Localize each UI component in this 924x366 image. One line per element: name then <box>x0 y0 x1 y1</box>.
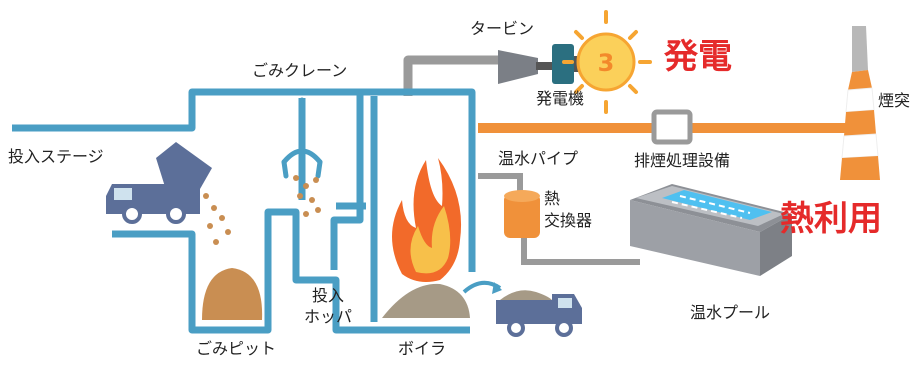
heat-exchanger-icon <box>504 190 540 238</box>
loading-stage-label: 投入ステージ <box>8 147 104 166</box>
hot-water-pool-label: 温水プール <box>690 303 771 322</box>
ash-pile <box>382 283 470 318</box>
hot-water-pipe <box>478 173 523 196</box>
loading-hopper-label: 投入 ホッパ <box>304 286 353 326</box>
heat-exchanger-label: 熱 交換器 <box>544 189 593 230</box>
garbage-pit-label: ごみピット <box>196 339 277 358</box>
svg-text:3: 3 <box>598 49 615 77</box>
chimney <box>840 26 880 180</box>
generator-label: 発電機 <box>536 89 585 108</box>
hot-water-pool-icon <box>630 184 792 276</box>
sun-icon: 3 <box>562 10 652 114</box>
turbine-label: タービン <box>470 19 535 38</box>
heat-use-label: 熱利用 <box>780 199 882 239</box>
loading-truck-icon <box>106 142 212 224</box>
flue-gas-box <box>651 109 693 145</box>
crane-label: ごみクレーン <box>252 61 348 80</box>
ash-truck-icon <box>462 280 582 337</box>
hot-water-pipe-label: 温水パイプ <box>498 149 579 168</box>
boiler-label: ボイラ <box>398 339 447 358</box>
flame-icon <box>392 158 462 282</box>
power-generation-label: 発電 <box>664 37 732 77</box>
garbage-pile <box>202 268 263 320</box>
flue-gas-treatment-label: 排煙処理設備 <box>634 151 731 170</box>
chimney-label: 煙突 <box>878 91 911 110</box>
steam-pipe <box>403 55 500 96</box>
turbine-icon <box>498 50 552 84</box>
crane-claw-icon <box>281 97 323 179</box>
falling-garbage <box>203 175 321 245</box>
